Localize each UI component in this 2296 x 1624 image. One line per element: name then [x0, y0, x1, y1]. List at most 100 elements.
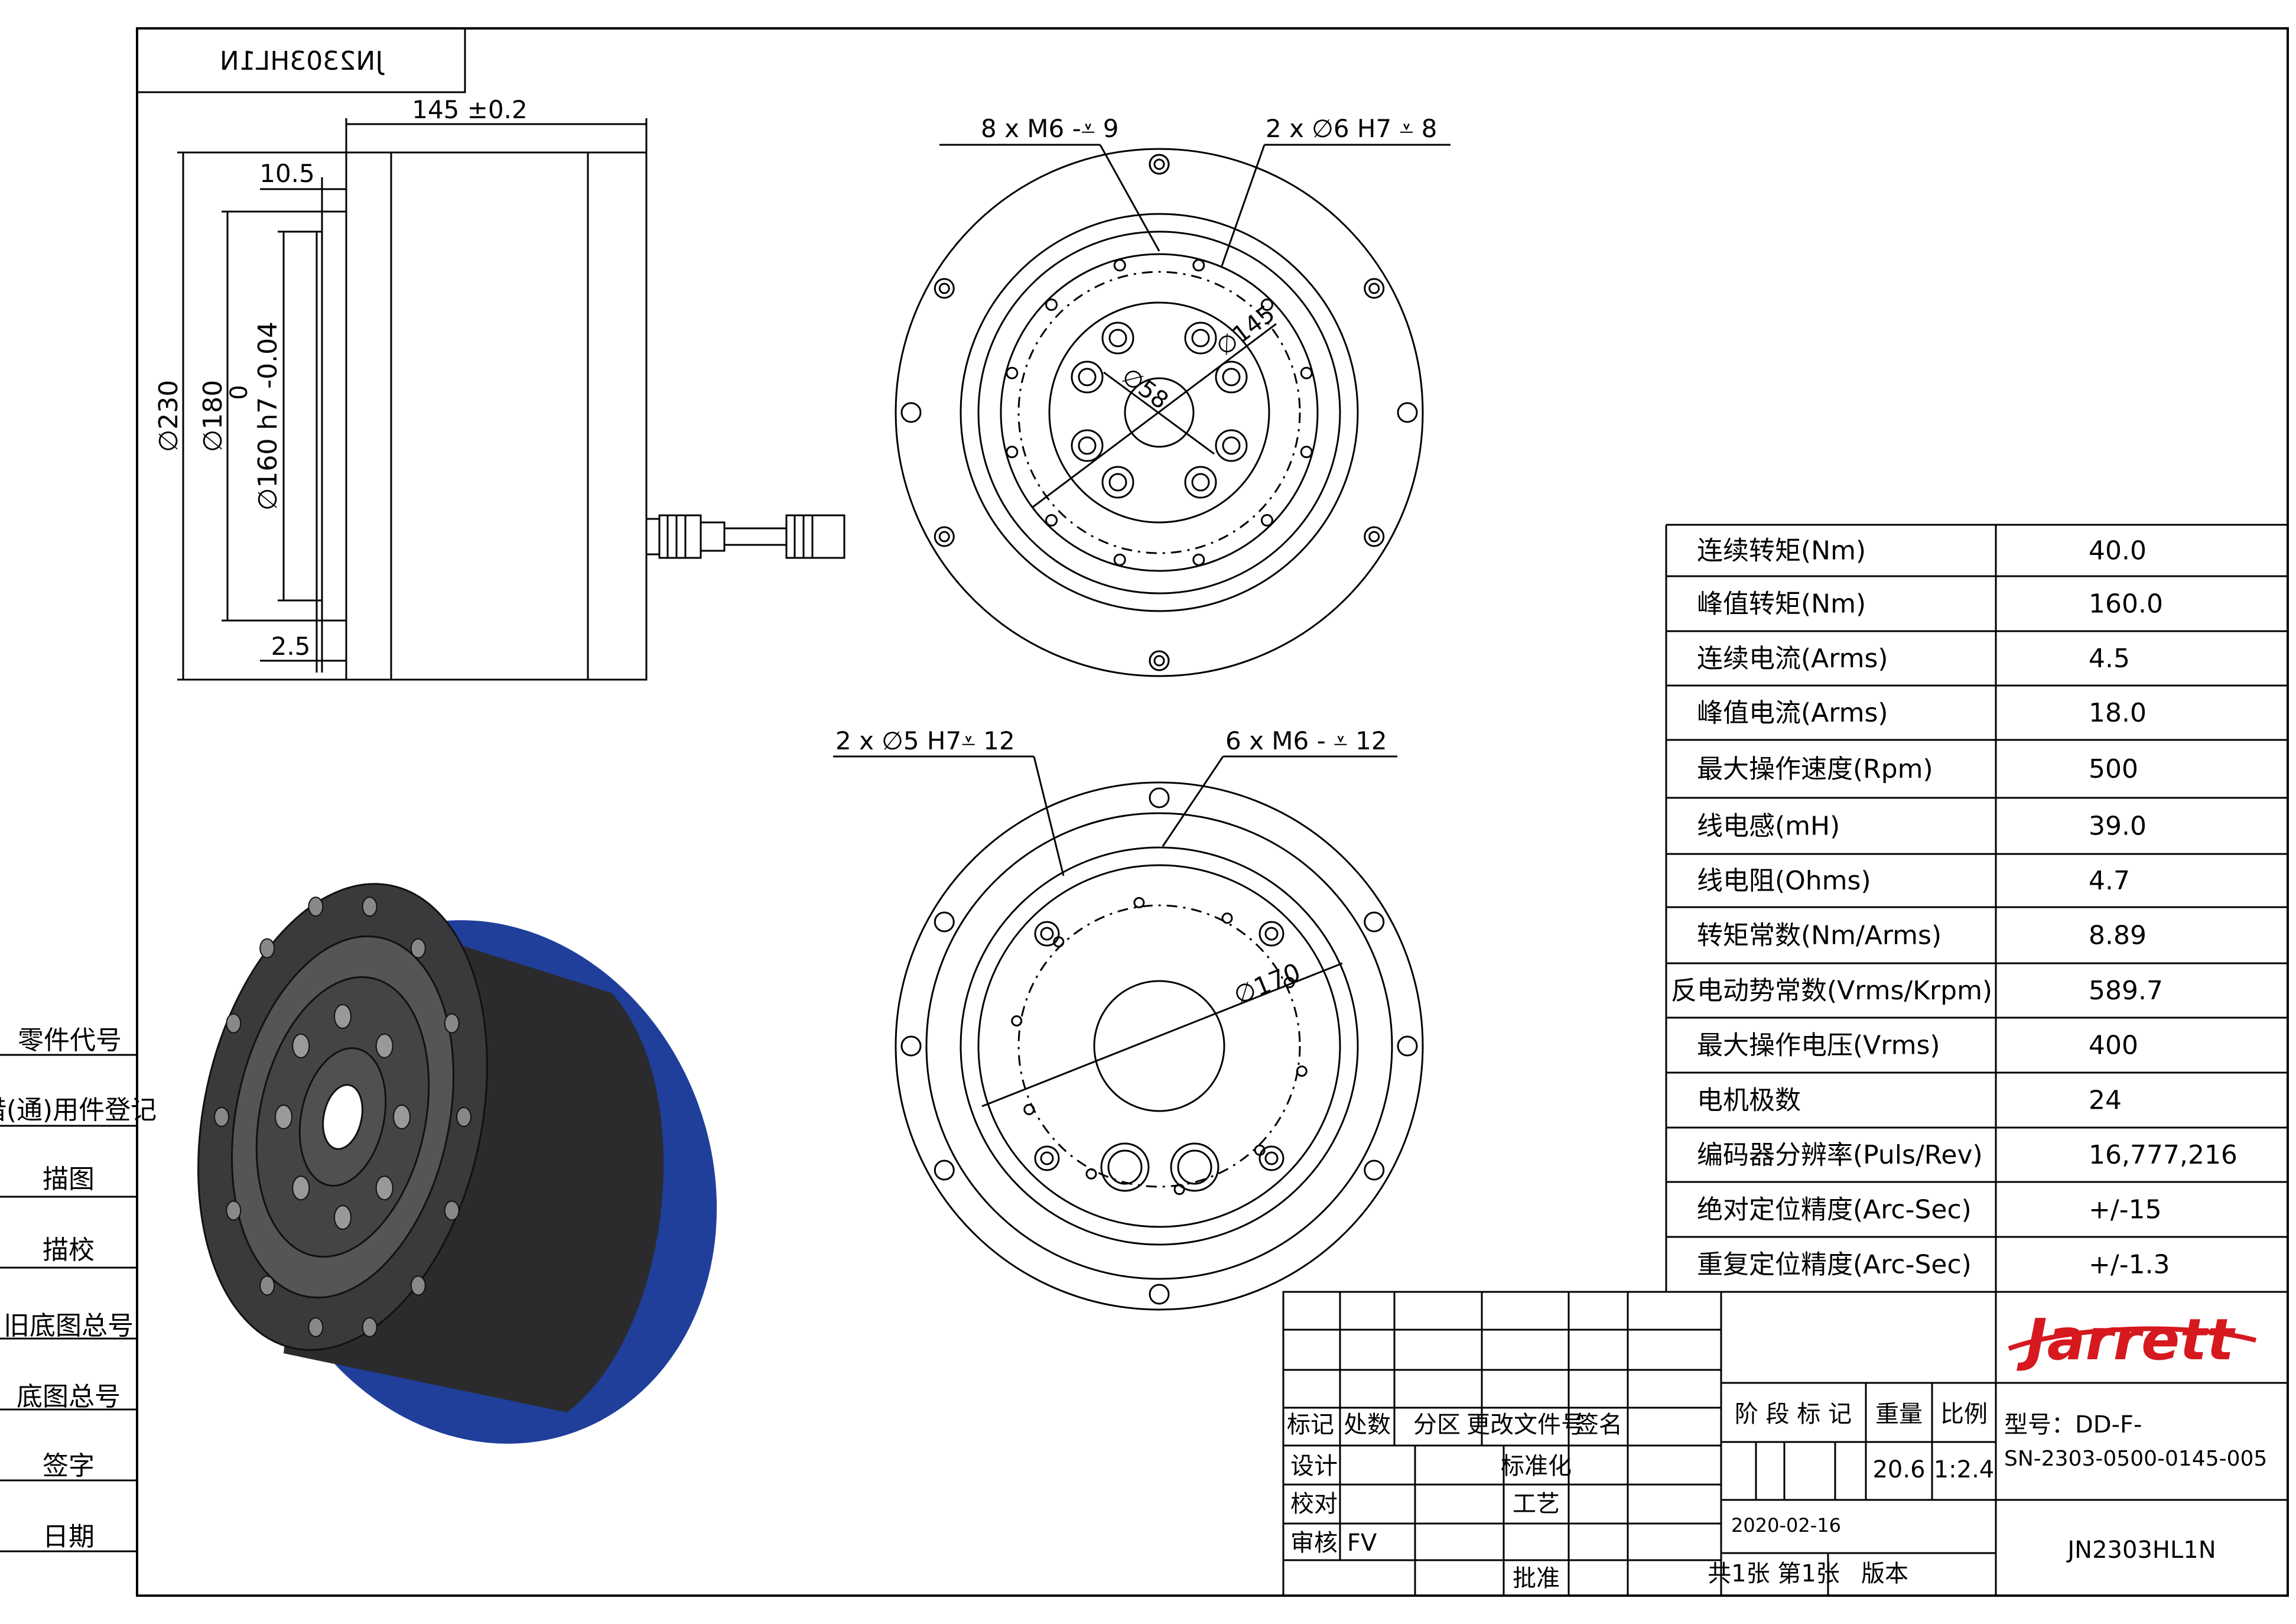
rear-pitch-hole	[1023, 1103, 1035, 1115]
center-bolt	[1215, 429, 1248, 462]
iso-bolt	[362, 897, 378, 917]
side-view	[177, 118, 845, 681]
rear-flange-hole	[1149, 1284, 1170, 1305]
rear-bolt	[1034, 921, 1060, 947]
outer-flange-hole-inner	[1153, 655, 1165, 667]
tb-standardize: 标准化	[1501, 1453, 1572, 1480]
margin-label-old-base: 旧底图总号	[4, 1311, 134, 1341]
rear-flange-hole	[934, 911, 955, 933]
rear-bolt-inner	[1264, 1151, 1279, 1165]
rear-bolt-inner	[1264, 927, 1279, 941]
rear-pitch-hole	[1221, 912, 1233, 924]
pitch-circle-hole	[1192, 553, 1205, 566]
center-bolt	[1101, 466, 1134, 499]
iso-center-bolt	[292, 1175, 310, 1201]
rear-pitch-hole	[1133, 897, 1145, 908]
center-bolt-inner	[1191, 473, 1210, 492]
rear-pitch-hole	[1173, 1184, 1185, 1196]
pitch-circle-hole	[1192, 259, 1205, 272]
spec-label: 线电阻(Ohms)	[1697, 866, 1871, 896]
iso-bolt	[456, 1107, 471, 1127]
iso-bolt	[308, 897, 324, 917]
outer-flange-hole	[934, 526, 955, 547]
pitch-circle-hole	[1045, 514, 1058, 527]
iso-bolt	[410, 938, 426, 959]
rev-header-zone: 分区	[1413, 1411, 1461, 1438]
rear-pitch-hole	[1254, 1144, 1266, 1156]
rear-pitch-hole	[1053, 936, 1065, 948]
spec-value: +/-1.3	[2089, 1250, 2170, 1280]
center-bolt	[1071, 360, 1104, 394]
outer-flange-hole-inner	[938, 282, 950, 294]
outer-flange-hole	[1149, 650, 1170, 671]
outer-flange-hole	[1149, 154, 1170, 175]
tb-sheets: 共1张 第1张	[1708, 1560, 1840, 1587]
margin-label-date: 日期	[43, 1522, 95, 1552]
center-bolt-inner	[1222, 368, 1241, 386]
pitch-circle-hole	[1006, 366, 1019, 379]
rear-bolt	[1258, 921, 1284, 947]
top-callout-left: 8 x M6 -⩡ 9	[981, 114, 1119, 143]
iso-bolt	[226, 1200, 242, 1221]
margin-label-base: 底图总号	[17, 1382, 121, 1412]
spec-value: 160.0	[2089, 589, 2163, 619]
rear-bolt-inner	[1040, 1151, 1054, 1165]
rear-flange-hole	[1397, 1035, 1418, 1057]
spec-value: 500	[2089, 754, 2138, 784]
tb-design: 设计	[1290, 1453, 1338, 1480]
pitch-circle-hole	[1006, 446, 1019, 459]
center-bolt	[1215, 360, 1248, 394]
dim-d180: ∅180	[198, 380, 228, 452]
left-margin-table	[0, 1054, 137, 1552]
title-block-grid	[1282, 1291, 2289, 1597]
spec-value: 589.7	[2089, 976, 2163, 1006]
dim-d160: ∅160 h7 -0.04	[253, 321, 283, 511]
rear-pitch-hole	[1085, 1168, 1097, 1180]
dim-d170: ∅170	[1230, 957, 1305, 1010]
iso-bolt	[308, 1317, 324, 1337]
center-bolt-inner	[1222, 436, 1241, 455]
brand-logo: Jarrett	[2017, 1307, 2236, 1373]
iso-center-bolt	[292, 1033, 310, 1058]
spec-label: 电机极数	[1697, 1086, 1801, 1116]
spec-label: 编码器分辨率(Puls/Rev)	[1697, 1140, 1983, 1170]
dim-d160-upper: 0	[226, 385, 253, 399]
bottom-callout-left: 2 x ∅5 H7⩡ 12	[835, 726, 1015, 755]
bottom-callout-right: 6 x M6 - ⩡ 12	[1225, 726, 1387, 755]
center-bolt	[1101, 321, 1134, 355]
outer-flange-hole	[1364, 526, 1385, 547]
spec-label: 最大操作速度(Rpm)	[1697, 754, 1933, 784]
rev-header-count: 处数	[1344, 1411, 1391, 1438]
rear-flange-hole	[900, 1035, 922, 1057]
brand-swoosh	[2008, 1326, 2257, 1351]
center-bolt-inner	[1078, 368, 1097, 386]
pitch-circle-hole	[1045, 298, 1058, 311]
tb-review-value: FV	[1347, 1529, 1377, 1557]
rev-header-change: 更改文件号	[1466, 1411, 1585, 1438]
tb-stage-mark: 阶 段 标 记	[1735, 1401, 1852, 1428]
tb-part-number: JN2303HL1N	[2066, 1537, 2216, 1564]
iso-center-bolt	[275, 1105, 292, 1129]
margin-label-trace: 描图	[43, 1164, 95, 1194]
pitch-circle-hole	[1300, 366, 1313, 379]
rear-bolt-inner	[1040, 927, 1054, 941]
top-leaders	[939, 144, 1451, 267]
center-bolt-inner	[1191, 329, 1210, 347]
spec-label: 转矩常数(Nm/Arms)	[1697, 921, 1941, 951]
iso-bolt	[444, 1200, 460, 1221]
front-view-top	[895, 148, 1424, 677]
rev-header-mark: 标记	[1287, 1411, 1334, 1438]
rear-bolt-holes	[900, 787, 1418, 1305]
spec-label: 峰值转矩(Nm)	[1697, 589, 1866, 619]
bottom-leaders	[833, 755, 1397, 876]
iso-bolt	[362, 1317, 378, 1337]
iso-center-bolt	[375, 1033, 393, 1058]
outer-flange-hole-inner	[1368, 531, 1380, 543]
pitch-circle-hole	[1260, 298, 1273, 311]
center-bolt	[1184, 466, 1217, 499]
iso-bolt	[226, 1013, 242, 1034]
front-bolt-holes	[900, 154, 1418, 671]
center-bolt-inner	[1108, 473, 1127, 492]
tb-check: 校对	[1290, 1490, 1338, 1518]
